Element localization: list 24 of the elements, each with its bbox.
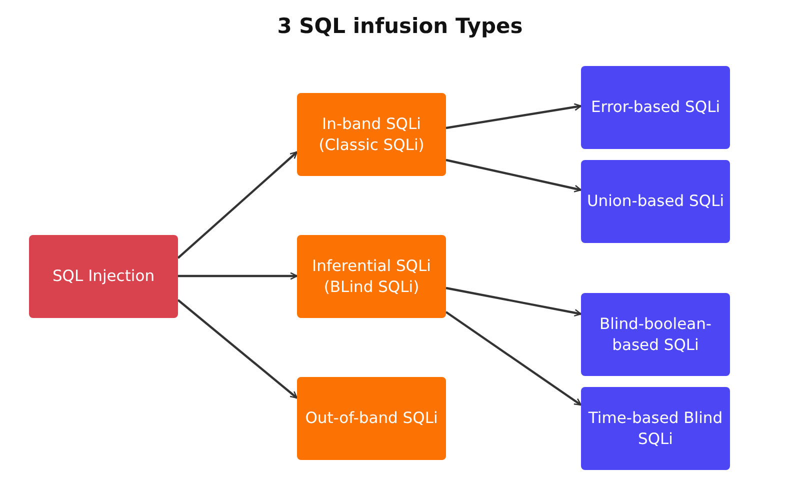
diagram-title: 3 SQL infusion Types: [277, 14, 523, 38]
root-box: [29, 235, 178, 318]
node-label: Union-based SQLi: [586, 191, 724, 212]
node-label: Time-based Blind SQLi: [587, 408, 724, 450]
subtype-box: [581, 160, 730, 243]
category-box: [297, 235, 446, 318]
node-label: Out-of-band SQLi: [305, 408, 438, 429]
arrow: [446, 286, 582, 317]
subtype-box: [581, 293, 730, 376]
node-label: Error-based SQLi: [590, 97, 720, 118]
node-label: SQL Injection: [52, 266, 155, 287]
node-label: In-band SQLi (Classic SQLi): [318, 114, 426, 156]
arrow: [445, 311, 582, 406]
subtype-box: [581, 387, 730, 470]
node-label: Blind-boolean-based SQLi: [598, 314, 713, 356]
arrow: [177, 151, 298, 259]
arrow: [446, 103, 582, 130]
category-box: [297, 377, 446, 460]
arrow: [446, 158, 582, 192]
arrow: [178, 272, 298, 280]
arrow: [177, 299, 298, 399]
node-label: Inferential SQLi (BLind SQLi): [311, 256, 432, 298]
subtype-box: [581, 66, 730, 149]
category-box: [297, 93, 446, 176]
